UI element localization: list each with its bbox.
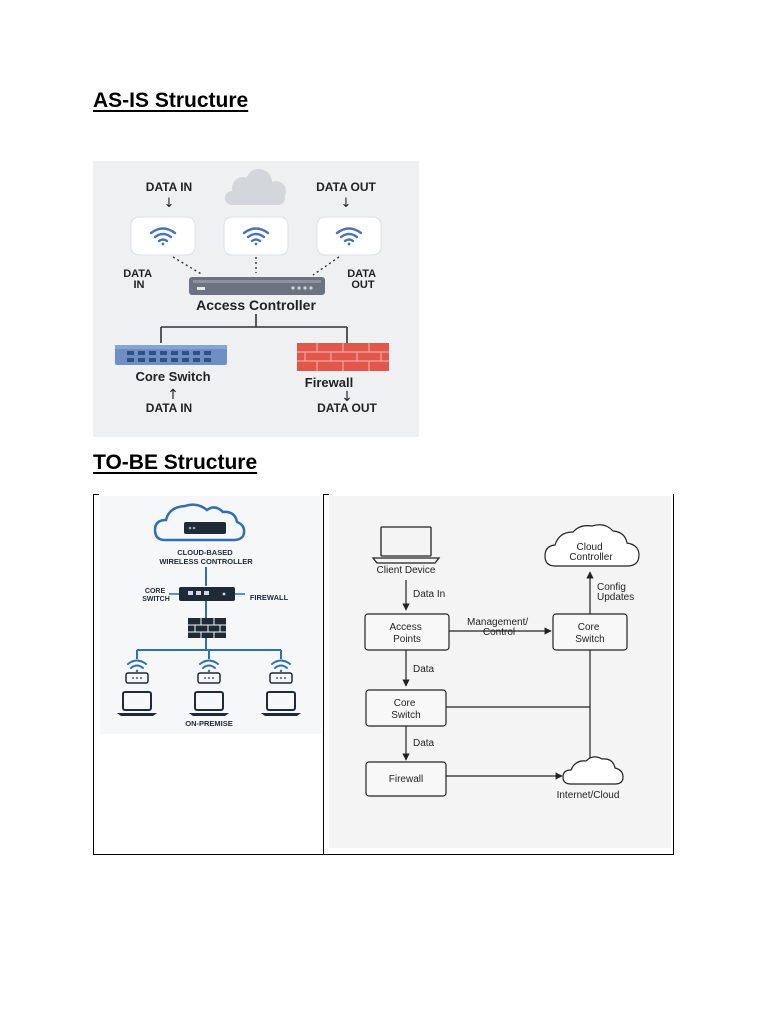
- on-premise-label: ON-PREMISE: [185, 719, 233, 728]
- down-arrow-icon: ↓: [341, 389, 353, 405]
- core-switch-label: Core Switch: [135, 369, 210, 384]
- controller-icon: [189, 277, 325, 295]
- core-switch-mid-label: Core Switch: [391, 698, 420, 721]
- to-be-right-diagram: Client Device Data In Access Points Mana…: [329, 496, 671, 848]
- wifi-icon: [127, 659, 147, 673]
- access-controller-label: Access Controller: [196, 297, 316, 313]
- cloud-icon: [562, 756, 624, 785]
- access-points-label: Access Points: [389, 622, 424, 645]
- laptop-icon: [371, 526, 441, 564]
- to-be-left-diagram: CLOUD-BASED WIRELESS CONTROLLER CORE SWI…: [100, 496, 322, 734]
- table-borders: [93, 494, 674, 855]
- controller-links: [160, 314, 348, 343]
- to-be-table: CLOUD-BASED WIRELESS CONTROLLER CORE SWI…: [93, 494, 674, 855]
- endpoint-1: [117, 659, 157, 716]
- firewall-label: FIREWALL: [250, 593, 289, 602]
- to-be-heading: TO-BE Structure: [93, 451, 258, 474]
- wifi-icon: [271, 659, 291, 673]
- core-switch-right-label: Core Switch: [575, 622, 604, 645]
- internet-cloud-label: Internet/Cloud: [557, 790, 620, 801]
- cloud-icon: [225, 169, 286, 205]
- endpoint-2: [189, 659, 229, 716]
- firewall-icon: [297, 343, 389, 371]
- firewall-label: Firewall: [305, 375, 353, 390]
- laptop-icon: [261, 691, 301, 716]
- laptop-icon: [117, 691, 157, 716]
- switch-icon: [179, 587, 235, 601]
- bottom-data-out-label: DATA OUT: [317, 401, 377, 415]
- bottom-data-in-label: DATA IN: [146, 401, 192, 415]
- wifi-icon: [242, 227, 270, 246]
- wireless-links: [172, 256, 340, 276]
- up-arrow-icon: ↑: [167, 387, 179, 403]
- client-device-label: Client Device: [377, 565, 436, 576]
- diagram-background: [93, 161, 419, 437]
- laptop-icon: [189, 691, 229, 716]
- core-switch-label: CORE SWITCH: [142, 588, 170, 603]
- cloud-icon: [544, 524, 640, 567]
- side-data-in-label: DATA IN: [123, 268, 155, 291]
- cloud-controller-label: CLOUD-BASED WIRELESS CONTROLLER: [159, 548, 253, 566]
- cloud-icon: [153, 503, 246, 542]
- top-data-in-label: DATA IN: [146, 180, 192, 194]
- distribution-links: [136, 638, 282, 659]
- as-is-heading: AS-IS Structure: [93, 89, 249, 112]
- data-edge-label-1: Data: [413, 664, 435, 675]
- down-arrow-icon: ↓: [164, 196, 175, 211]
- down-arrow-icon: ↓: [341, 196, 352, 211]
- wifi-ap-2: [223, 216, 289, 256]
- config-updates-label: Config Updates: [597, 582, 634, 603]
- access-points-node: [364, 613, 450, 651]
- wifi-icon: [335, 227, 363, 246]
- wifi-icon: [149, 227, 177, 246]
- endpoint-3: [261, 659, 301, 716]
- wifi-ap-1: [130, 216, 196, 256]
- firewall-node: [365, 761, 447, 797]
- data-edge-label-2: Data: [413, 738, 435, 749]
- wifi-ap-3: [316, 216, 382, 256]
- wifi-icon: [199, 659, 219, 673]
- switch-icon: [115, 345, 227, 365]
- firewall-node-label: Firewall: [389, 774, 423, 785]
- side-data-out-label: DATA OUT: [347, 268, 379, 291]
- as-is-diagram: DATA IN ↓ DATA OUT ↓: [93, 161, 419, 437]
- cloud-controller-label: Cloud Controller: [569, 542, 613, 563]
- router-icon: [184, 522, 226, 534]
- management-edge-label: Management/ Control: [467, 617, 531, 638]
- firewall-icon: [188, 618, 226, 638]
- top-data-out-label: DATA OUT: [316, 180, 376, 194]
- data-in-edge-label: Data In: [413, 589, 445, 600]
